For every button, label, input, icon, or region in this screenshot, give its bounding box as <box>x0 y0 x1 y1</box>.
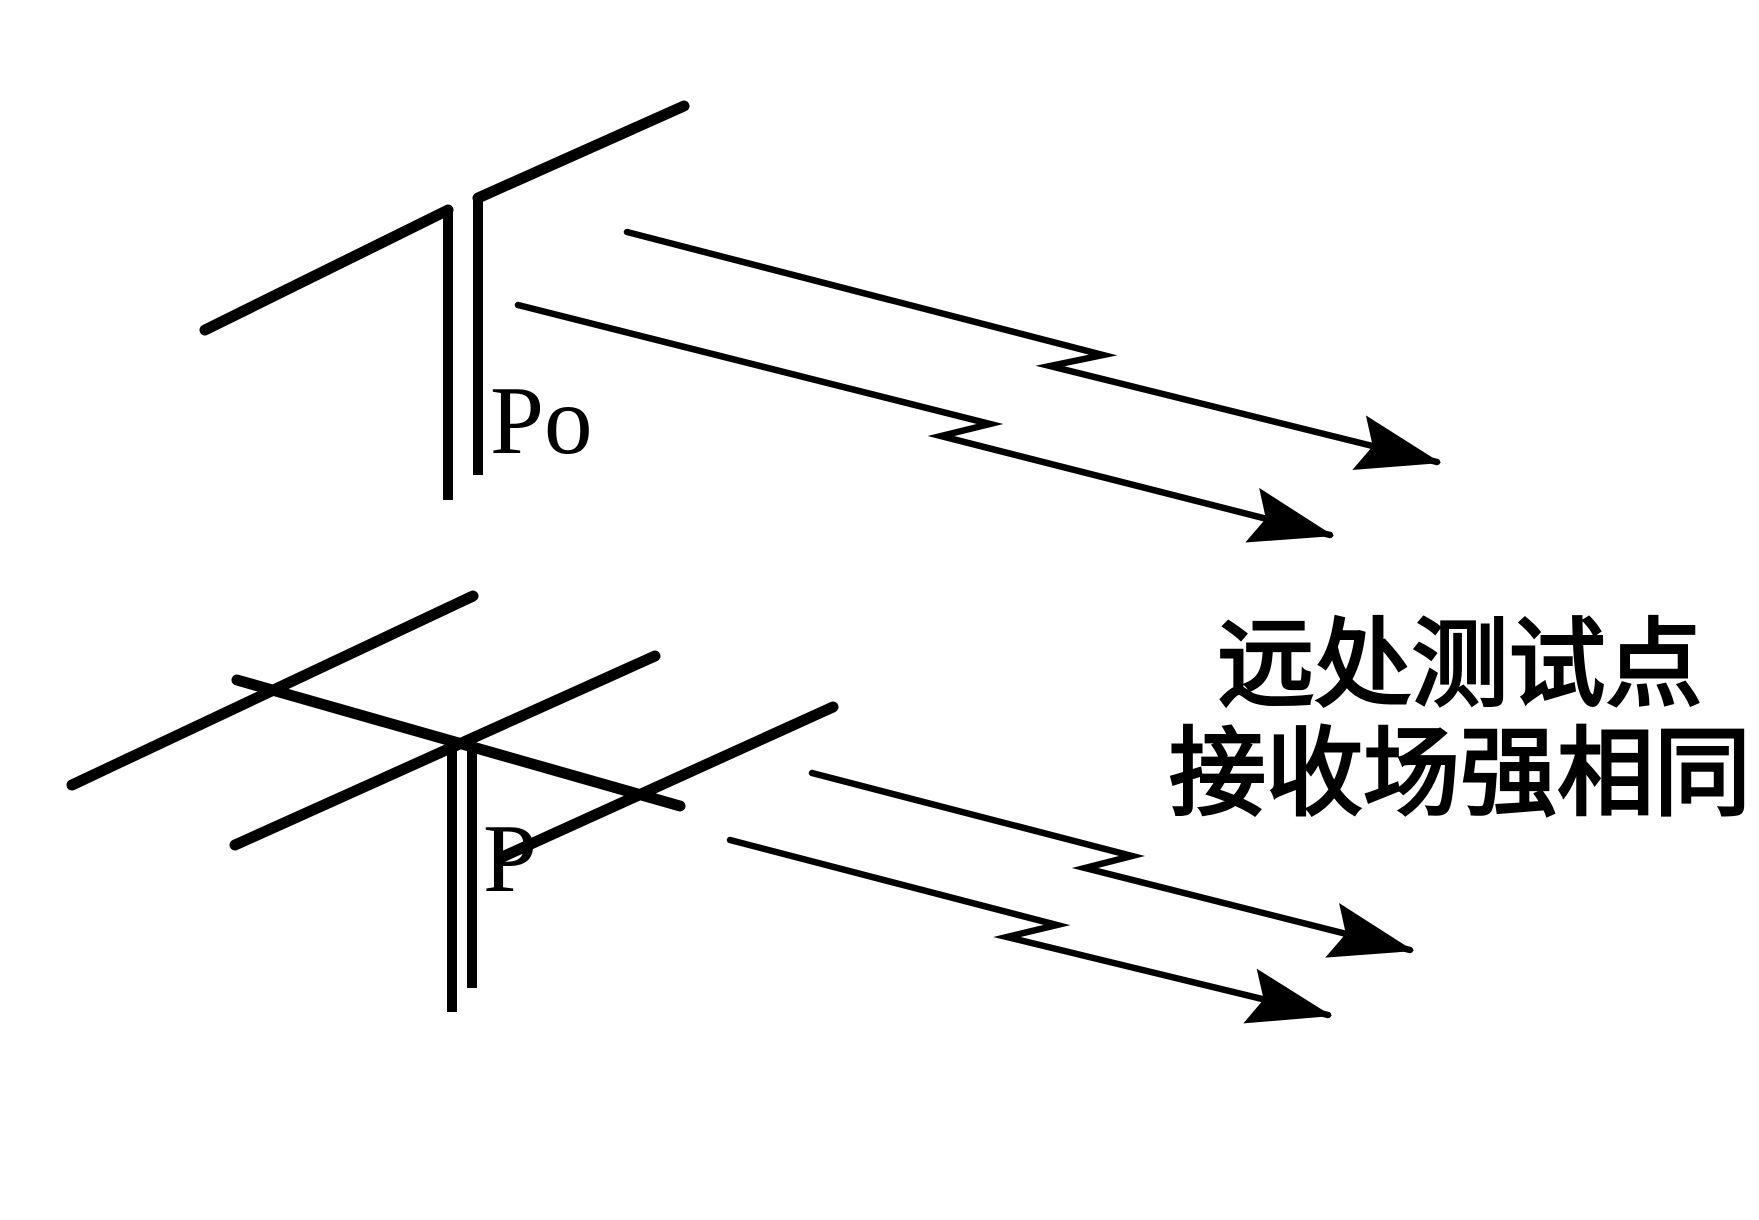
antenna-feed-lines <box>447 741 477 1012</box>
wave-arrow <box>808 769 1415 958</box>
bottom-antenna-power-label: P <box>483 805 537 912</box>
antenna-elements <box>66 590 839 864</box>
antenna-segment <box>472 100 690 204</box>
top-dipole-antenna <box>199 100 690 500</box>
dipole-arms <box>199 100 690 336</box>
wave-arrow <box>726 836 1333 1024</box>
caption-line-2: 接收场强相同 <box>1169 720 1751 828</box>
top-antenna-power-label: Po <box>490 367 593 474</box>
dipole-feed-lines <box>443 198 483 500</box>
radiated-wave-arrows <box>514 228 1442 1024</box>
caption-line-1: 远处测试点 <box>1217 612 1703 719</box>
wave-arrow <box>623 228 1442 471</box>
antenna-segment <box>231 674 686 812</box>
antenna-segment <box>494 701 839 864</box>
bottom-multi-element-antenna <box>66 590 839 1012</box>
antenna-segment <box>229 650 661 851</box>
wave-arrow <box>514 301 1335 543</box>
caption-text: 远处测试点 接收场强相同 <box>1140 612 1759 829</box>
antenna-segment <box>199 204 454 336</box>
